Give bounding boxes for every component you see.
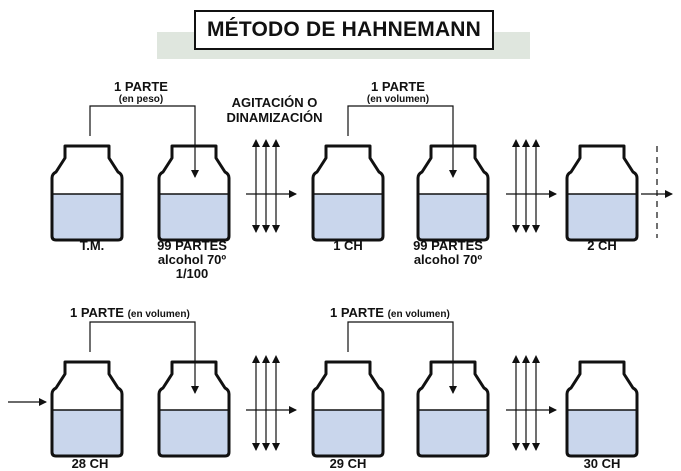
transfer-arrow-3	[89, 321, 199, 394]
transfer-label-3: 1 PARTE (en volumen)	[70, 306, 250, 321]
agitation-2	[506, 139, 557, 233]
jar-2ch	[565, 144, 639, 242]
jar-solvent-4	[416, 360, 490, 458]
transfer-label-4-main: 1 PARTE	[330, 305, 384, 320]
solvent-2-line-1: 99 PARTES	[413, 238, 483, 253]
jar-label-tm: T.M.	[79, 238, 105, 253]
jar-label-1ch: 1 CH	[333, 238, 363, 253]
jar-solvent-2	[416, 144, 490, 242]
transfer-arrow-1	[89, 105, 199, 178]
transfer-label-2-main: 1 PARTE	[371, 79, 425, 94]
transfer-label-1: 1 PARTE (en peso)	[96, 80, 186, 106]
jar-28ch	[50, 360, 124, 458]
solvent-1-line-1: 99 PARTES	[157, 238, 227, 253]
jar-label-28ch: 28 CH	[71, 456, 109, 471]
jar-label-solvent-1: 99 PARTES alcohol 70º 1/100	[136, 239, 248, 281]
transfer-arrow-4	[347, 321, 457, 394]
jar-label-2ch: 2 CH	[587, 238, 617, 253]
transfer-label-3-sub: (en volumen)	[127, 309, 190, 320]
jar-1ch	[311, 144, 385, 242]
transfer-arrow-2	[347, 105, 457, 178]
jar-label-solvent-2: 99 PARTES alcohol 70º	[392, 239, 504, 267]
transfer-label-3-main: 1 PARTE	[70, 305, 124, 320]
jar-solvent-1	[157, 144, 231, 242]
transfer-label-1-main: 1 PARTE	[114, 79, 168, 94]
transfer-label-4: 1 PARTE (en volumen)	[330, 306, 510, 321]
solvent-1-line-3: 1/100	[175, 266, 209, 281]
transfer-label-2: 1 PARTE (en volumen)	[348, 80, 448, 106]
agitation-label: AGITACIÓN O DINAMIZACIÓN	[212, 95, 337, 125]
agitation-3	[246, 355, 297, 451]
jar-tm	[50, 144, 124, 242]
jar-30ch	[565, 360, 639, 458]
transfer-label-4-sub: (en volumen)	[387, 309, 450, 320]
agitation-line-2: DINAMIZACIÓN	[226, 110, 323, 125]
solvent-2-line-2: alcohol 70º	[413, 252, 483, 267]
jar-label-30ch: 30 CH	[583, 456, 621, 471]
jar-label-29ch: 29 CH	[329, 456, 367, 471]
solvent-1-line-2: alcohol 70º	[157, 252, 227, 267]
jar-29ch	[311, 360, 385, 458]
jar-solvent-3	[157, 360, 231, 458]
agitation-1	[246, 139, 297, 233]
agitation-line-1: AGITACIÓN O	[231, 95, 318, 110]
diagram-title: MÉTODO DE HAHNEMANN	[194, 10, 494, 50]
transfer-label-2-sub: (en volumen)	[366, 94, 430, 105]
transfer-label-1-sub: (en peso)	[118, 94, 164, 105]
agitation-4	[506, 355, 557, 451]
